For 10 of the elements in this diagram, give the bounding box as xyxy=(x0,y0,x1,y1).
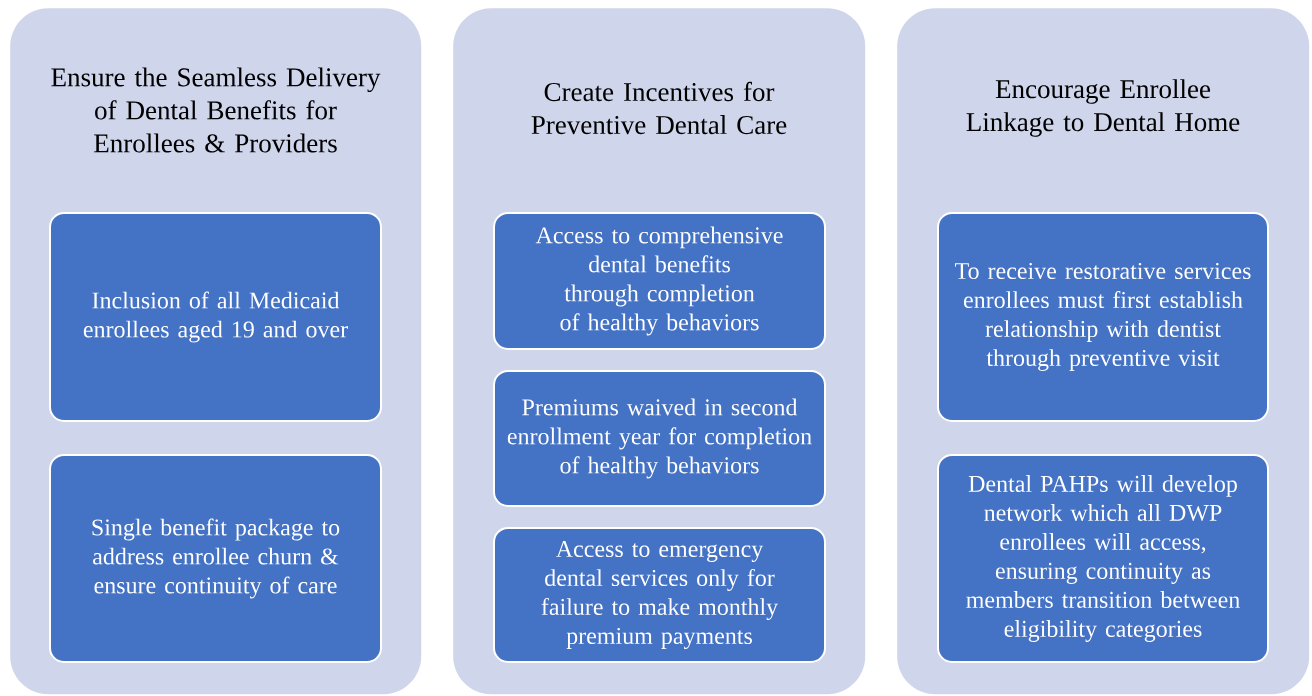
column-heading: Ensure the Seamless Delivery of Dental Benefits for Enrollees & Providers xyxy=(51,67,381,153)
text-box: Premiums waived in second enrollment year for completion of healthy behaviors xyxy=(493,370,826,507)
column-heading: Encourage Enrollee Linkage to Dental Home xyxy=(966,79,1240,137)
column-heading: Create Incentives for Preventive Dental Care xyxy=(531,81,787,135)
text-box: Access to comprehensive dental benefits through completion of healthy behaviors xyxy=(493,212,826,350)
text-box: Dental PAHPs will develop network which all DWP enrollees will access, ensuring continuity as members transition between eligibility categories xyxy=(937,454,1269,663)
text-box: To receive restorative services enrollees must first establish relationship with dentist through preventive visit xyxy=(937,212,1269,422)
text-box: Inclusion of all Medicaid enrollees aged 19 and over xyxy=(49,212,382,422)
text-box: Single benefit package to address enrollee churn & ensure continuity of care xyxy=(49,454,382,663)
text-box: Access to emergency dental services only for failure to make monthly premium payments xyxy=(493,527,826,663)
